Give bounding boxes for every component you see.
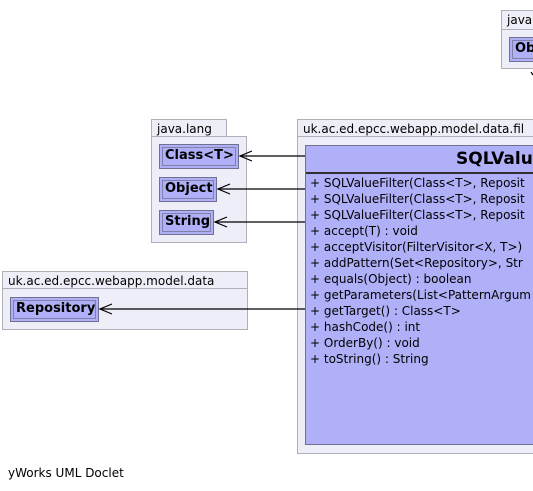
class-separator	[306, 172, 533, 174]
method-item: + toString() : String	[310, 352, 429, 366]
method-item: + acceptVisitor(FilterVisitor<X, T>)	[310, 240, 523, 254]
arrowhead-object	[216, 183, 231, 195]
class-repository[interactable]: Repository	[10, 297, 99, 322]
class-class-t[interactable]: Class<T>	[159, 144, 239, 169]
class-object[interactable]: Object	[159, 177, 217, 202]
method-item: + accept(T) : void	[310, 224, 418, 238]
method-item: + SQLValueFilter(Class<T>, Reposit	[310, 192, 525, 206]
class-sql-value-filter[interactable]: SQLValue + SQLValueFilter(Class<T>, Repo…	[305, 145, 533, 445]
arrowhead-repository	[98, 303, 113, 315]
method-item: + SQLValueFilter(Class<T>, Reposit	[310, 208, 525, 222]
method-item: + hashCode() : int	[310, 320, 421, 334]
package-tab-java: java	[501, 10, 533, 30]
method-list: + SQLValueFilter(Class<T>, Reposit + SQL…	[310, 175, 531, 367]
method-item: + getTarget() : Class<T>	[310, 304, 461, 318]
arrowhead-string	[213, 216, 228, 228]
package-tab-model-data: uk.ac.ed.epcc.webapp.model.data	[2, 271, 248, 289]
class-name: SQLValue	[456, 149, 533, 169]
method-item: + equals(Object) : boolean	[310, 272, 472, 286]
method-item: + addPattern(Set<Repository>, Str	[310, 256, 523, 270]
arrowhead-class-t	[238, 150, 253, 162]
method-item: + OrderBy() : void	[310, 336, 420, 350]
class-string[interactable]: String	[159, 210, 214, 235]
method-item: + getParameters(List<PatternArgum	[310, 288, 531, 302]
class-object-top[interactable]: Ob	[509, 37, 533, 62]
package-tab-model-data-filter: uk.ac.ed.epcc.webapp.model.data.fil	[297, 119, 533, 137]
method-item: + SQLValueFilter(Class<T>, Reposit	[310, 176, 525, 190]
package-tab-java-lang: java.lang	[151, 119, 227, 137]
footer-credit: yWorks UML Doclet	[8, 466, 124, 480]
